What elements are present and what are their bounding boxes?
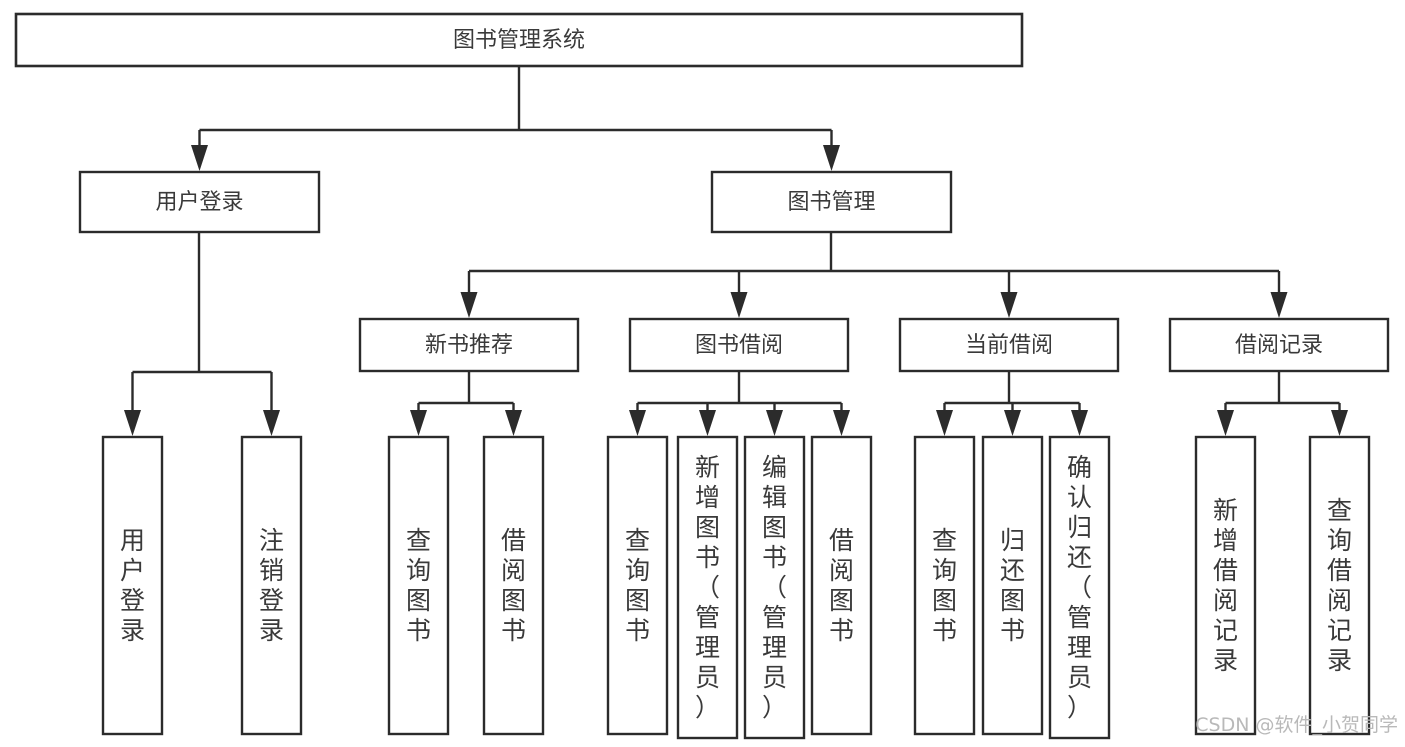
node-box-leaf-return-book	[981, 435, 1044, 736]
node-leaf-add-borrow-record[interactable]: 新增借阅记录	[1194, 435, 1257, 736]
arrow-down-icon-leaf-confirm-return	[1071, 410, 1088, 436]
node-user-login[interactable]: 用户登录	[78, 170, 321, 234]
arrow-down-icon-user-login	[191, 145, 208, 171]
node-box-borrow-record	[1168, 317, 1390, 373]
node-leaf-query-book-3[interactable]: 查询图书	[913, 435, 976, 736]
node-leaf-borrow-book-2[interactable]: 借阅图书	[810, 435, 873, 736]
arrow-down-icon-leaf-query-book-2	[629, 410, 646, 436]
node-label-leaf-user-login: 用户登录	[120, 526, 145, 645]
arrow-down-icon-new-book-recommend	[460, 292, 478, 318]
arrow-down-icon-leaf-query-borrow-record	[1331, 410, 1348, 436]
arrow-down-icon-leaf-borrow-book-2	[833, 410, 850, 436]
node-leaf-user-login[interactable]: 用户登录	[101, 435, 164, 736]
node-box-leaf-query-book-3	[913, 435, 976, 736]
node-box-leaf-query-book-1	[387, 435, 450, 736]
arrow-down-icon-book-borrow	[730, 292, 748, 318]
arrow-down-icon-leaf-query-book-3	[936, 410, 953, 436]
arrow-down-icon-borrow-record	[1270, 292, 1288, 318]
connector-layer	[124, 66, 1348, 436]
node-leaf-query-borrow-record[interactable]: 查询借阅记录	[1308, 435, 1371, 736]
arrow-down-icon-leaf-borrow-book-1	[505, 410, 522, 436]
node-leaf-borrow-book-1[interactable]: 借阅图书	[482, 435, 545, 736]
node-box-leaf-edit-book	[743, 435, 806, 740]
arrow-down-icon-leaf-add-borrow-record	[1217, 410, 1234, 436]
node-label-user-login: 用户登录	[155, 190, 243, 215]
node-box-leaf-user-login	[101, 435, 164, 736]
node-leaf-add-book[interactable]: 新增图书（管理员）	[676, 435, 739, 740]
node-leaf-query-book-2[interactable]: 查询图书	[606, 435, 669, 736]
node-box-leaf-borrow-book-2	[810, 435, 873, 736]
node-leaf-query-book-1[interactable]: 查询图书	[387, 435, 450, 736]
node-book-manage[interactable]: 图书管理	[710, 170, 953, 234]
node-label-leaf-borrow-book-2: 借阅图书	[829, 526, 854, 645]
arrow-down-icon-leaf-logout	[263, 410, 280, 436]
node-box-leaf-logout	[240, 435, 303, 736]
node-box-current-borrow	[898, 317, 1120, 373]
node-label-leaf-query-book-2: 查询图书	[625, 526, 650, 645]
csdn-watermark: CSDN @软件_小贺同学	[1195, 714, 1398, 736]
node-label-leaf-add-book: 新增图书（管理员）	[695, 453, 720, 722]
node-leaf-return-book[interactable]: 归还图书	[981, 435, 1044, 736]
node-box-leaf-query-borrow-record	[1308, 435, 1371, 736]
node-label-leaf-query-book-3: 查询图书	[932, 526, 957, 645]
node-leaf-edit-book[interactable]: 编辑图书（管理员）	[743, 435, 806, 740]
node-leaf-logout[interactable]: 注销登录	[240, 435, 303, 736]
node-box-root	[14, 12, 1024, 68]
node-box-leaf-confirm-return	[1048, 435, 1111, 740]
node-box-new-book-recommend	[358, 317, 580, 373]
node-label-book-manage: 图书管理	[787, 190, 875, 215]
node-label-root: 图书管理系统	[453, 28, 585, 53]
node-leaf-confirm-return[interactable]: 确认归还（管理员）	[1048, 435, 1111, 740]
node-box-user-login	[78, 170, 321, 234]
node-label-borrow-record: 借阅记录	[1235, 333, 1323, 358]
node-label-leaf-add-borrow-record: 新增借阅记录	[1213, 496, 1238, 675]
arrow-down-icon-leaf-return-book	[1004, 410, 1021, 436]
node-new-book-recommend[interactable]: 新书推荐	[358, 317, 580, 373]
node-box-leaf-query-book-2	[606, 435, 669, 736]
node-label-leaf-confirm-return: 确认归还（管理员）	[1067, 453, 1092, 722]
node-label-leaf-query-book-1: 查询图书	[406, 526, 431, 645]
node-label-current-borrow: 当前借阅	[965, 333, 1053, 358]
node-borrow-record[interactable]: 借阅记录	[1168, 317, 1390, 373]
node-box-book-manage	[710, 170, 953, 234]
arrow-down-icon-book-manage	[823, 145, 840, 171]
node-label-new-book-recommend: 新书推荐	[425, 333, 513, 358]
arrow-down-icon-leaf-add-book	[699, 410, 716, 436]
arrow-down-icon-leaf-user-login	[124, 410, 141, 436]
node-label-leaf-query-borrow-record: 查询借阅记录	[1327, 496, 1352, 675]
arrow-down-icon-leaf-query-book-1	[410, 410, 427, 436]
node-box-leaf-borrow-book-1	[482, 435, 545, 736]
node-label-book-borrow: 图书借阅	[695, 333, 783, 358]
node-box-leaf-add-book	[676, 435, 739, 740]
node-current-borrow[interactable]: 当前借阅	[898, 317, 1120, 373]
node-layer: 图书管理系统用户登录图书管理新书推荐图书借阅当前借阅借阅记录用户登录注销登录查询…	[14, 12, 1390, 740]
node-label-leaf-edit-book: 编辑图书（管理员）	[762, 453, 787, 722]
node-label-leaf-logout: 注销登录	[259, 526, 284, 645]
node-root[interactable]: 图书管理系统	[14, 12, 1024, 68]
node-book-borrow[interactable]: 图书借阅	[628, 317, 850, 373]
arrow-down-icon-current-borrow	[1000, 292, 1018, 318]
node-box-book-borrow	[628, 317, 850, 373]
node-box-leaf-add-borrow-record	[1194, 435, 1257, 736]
node-label-leaf-borrow-book-1: 借阅图书	[501, 526, 526, 645]
arrow-down-icon-leaf-edit-book	[766, 410, 783, 436]
node-label-leaf-return-book: 归还图书	[1000, 526, 1025, 645]
